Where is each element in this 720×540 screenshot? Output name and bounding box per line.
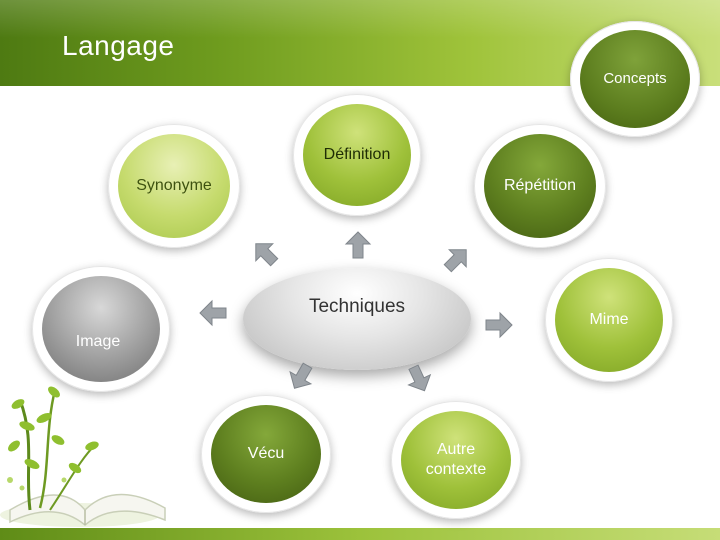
node-concepts: Concepts [580, 30, 690, 128]
arrow-to-repetition-icon [436, 238, 478, 280]
node-definition-label: Définition [323, 146, 391, 163]
arrow-to-synonyme-icon [244, 232, 286, 274]
footer-band [0, 528, 720, 540]
center-node-label: Techniques [308, 296, 406, 317]
node-vecu-label: Vécu [247, 445, 285, 462]
node-vecu: Vécu [211, 405, 321, 503]
slide-title: Langage [62, 30, 175, 61]
node-mime-label: Mime [589, 311, 629, 328]
arrow-to-vecu-icon [281, 357, 322, 398]
node-synonyme: Synonyme [118, 134, 230, 238]
node-autre-contexte: Autre contexte [401, 411, 511, 509]
node-repetition: Répétition [484, 134, 596, 238]
arrow-to-mime-icon [484, 310, 514, 340]
node-synonyme-label: Synonyme [136, 177, 212, 194]
node-repetition-label: Répétition [503, 177, 577, 194]
node-image: Image [42, 276, 160, 382]
arrow-to-autre-contexte-icon [399, 359, 439, 399]
arrow-to-image-icon [198, 298, 228, 328]
node-image-label: Image [75, 333, 121, 350]
arrow-to-definition-icon [343, 230, 373, 260]
center-node-techniques: Techniques [243, 268, 471, 370]
node-autre-contexte-label: Autre contexte [425, 441, 487, 478]
plant-book-illustration [0, 386, 166, 527]
node-mime: Mime [555, 268, 663, 372]
node-concepts-label: Concepts [603, 69, 667, 87]
node-definition: Définition [303, 104, 411, 206]
